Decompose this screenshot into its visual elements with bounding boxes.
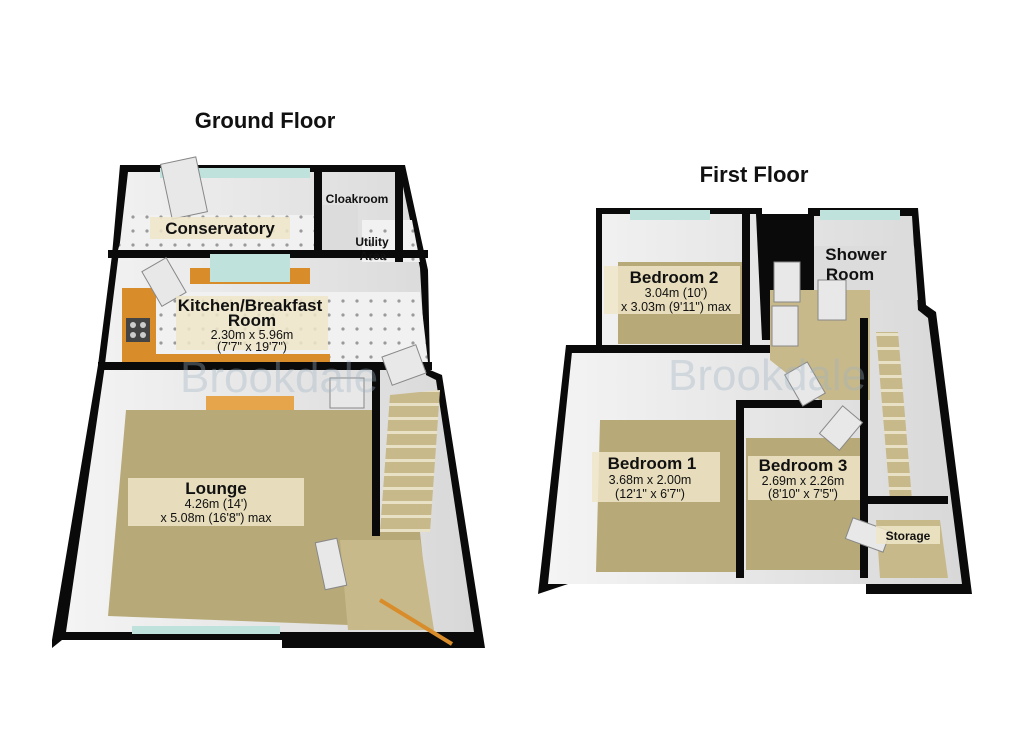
door-icon [159,156,209,220]
room-dim-bedroom3-2: (8'10" x 7'5") [768,487,838,501]
room-dim-bedroom1-2: (12'1" x 6'7") [615,487,685,501]
first-floor-title: First Floor [700,162,809,187]
ground-floor-title: Ground Floor [195,108,336,133]
door-icon [817,279,847,321]
room-label-storage: Storage [886,529,931,543]
room-dim-lounge-1: 4.26m (14') [185,497,248,511]
door-icon [329,377,365,409]
room-label-kitchen: Kitchen/Breakfast [178,296,323,315]
room-label-conservatory: Conservatory [165,219,275,238]
door-icon [773,261,801,303]
room-label-cloakroom: Cloakroom [326,192,389,206]
watermark: Brookdale [668,351,866,400]
door-icon [141,256,187,308]
room-dim-lounge-2: x 5.08m (16'8") max [160,511,272,525]
door-icon [771,305,799,347]
cloakroom-floor [322,205,358,250]
room-dim-bedroom2-2: x 3.03m (9'11") max [621,300,732,314]
hob-icon [126,318,150,342]
door-icon [314,537,348,591]
door-icon [818,405,864,451]
first-floor: First Floor Bedroom 2 3.04m (10') x 3.03… [538,162,972,594]
room-label-kitchen-2: Room [228,311,276,330]
room-dim-kitchen-1: 2.30m x 5.96m [211,328,294,342]
room-label-shower-2: Room [826,265,874,284]
kitchen-worktop-bottom [150,354,330,364]
room-dim-bedroom1-1: 3.68m x 2.00m [609,473,692,487]
door-icon [381,344,427,386]
room-dim-kitchen-2: (7'7" x 19'7") [217,340,287,354]
room-dim-bedroom3-1: 2.69m x 2.26m [762,474,845,488]
room-dim-bedroom2-1: 3.04m (10') [645,286,708,300]
room-label-lounge: Lounge [185,479,246,498]
front-door-icon [378,598,454,646]
first-stairs [876,332,912,500]
watermark: Brookdale [180,353,378,402]
room-label-bedroom1: Bedroom 1 [608,454,697,473]
room-label-utility: Utility [355,235,389,249]
room-label-utility-2: Area [360,249,387,263]
ground-stairs [380,390,440,532]
door-icon [784,361,826,407]
room-label-shower: Shower [825,245,887,264]
fireplace-icon [206,396,294,410]
ground-floor: Ground Floor Conservatory Cloakroom Util… [52,108,485,648]
room-label-bedroom2: Bedroom 2 [630,268,719,287]
room-label-bedroom3: Bedroom 3 [759,456,848,475]
